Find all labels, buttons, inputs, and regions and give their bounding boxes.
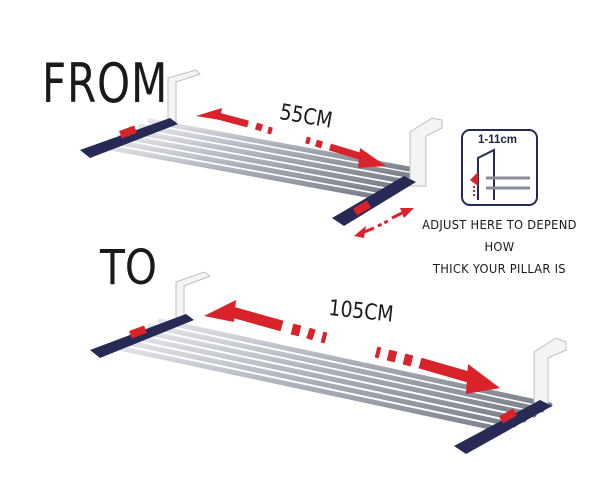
left-red-clip: [119, 125, 137, 139]
adjust-arrow: [354, 208, 414, 238]
adjust-note: ADJUST HERE TO DEPEND HOW THICK YOUR PIL…: [412, 214, 587, 280]
rails-short: [97, 118, 423, 199]
right-wall-bracket: [533, 337, 567, 409]
rack-short: [80, 69, 443, 226]
rails-long: [107, 318, 553, 433]
left-wall-bracket: [167, 69, 201, 123]
arrow-105-right: [374, 346, 500, 394]
right-wall-bracket: [409, 117, 443, 187]
inset-diagram: [461, 129, 538, 206]
right-end-cap: [454, 400, 552, 454]
arrow-105-left: [204, 300, 328, 344]
right-end-cap: [332, 176, 416, 226]
right-red-clip: [353, 200, 371, 216]
rack-long: [90, 271, 567, 454]
inset-range-label: 1-11cm: [478, 134, 518, 146]
arrow-55-right: [305, 136, 386, 168]
left-wall-bracket: [175, 271, 212, 323]
right-red-clip: [499, 408, 517, 424]
adjust-note-line2: THICK YOUR PILLAR IS: [432, 261, 566, 276]
arrow-55-left: [196, 108, 273, 135]
from-label: FROM: [42, 52, 169, 115]
to-label: TO: [100, 240, 158, 296]
adjust-note-line1: ADJUST HERE TO DEPEND HOW: [422, 217, 577, 254]
left-end-cap: [90, 314, 194, 358]
left-red-clip: [129, 325, 147, 339]
left-end-cap: [80, 118, 178, 158]
